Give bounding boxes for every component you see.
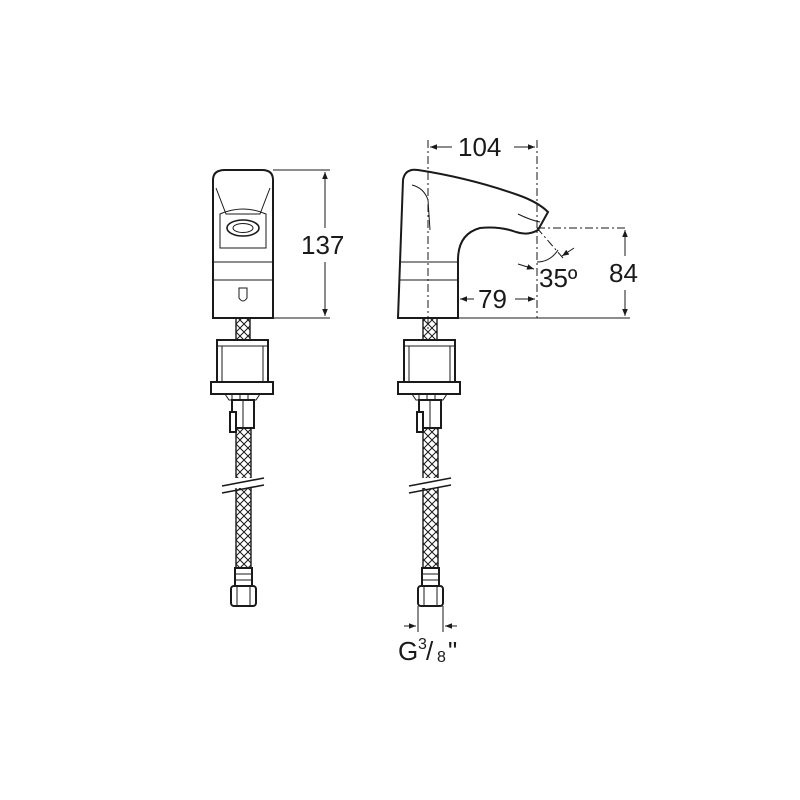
dim-spout-height: 84: [609, 258, 638, 288]
side-view-braided-hose: [422, 427, 439, 569]
svg-text:8: 8: [437, 649, 446, 666]
front-view-hex-nut: [230, 585, 257, 607]
side-view-hex-nut: [417, 585, 444, 607]
dim-base-to-outlet: 79: [478, 284, 507, 314]
front-view-washer: [210, 381, 274, 395]
dim-height-front: 137: [301, 230, 344, 260]
side-view-stem: [422, 317, 438, 341]
side-view-body: [396, 168, 550, 319]
front-view-sensor-window: [215, 187, 271, 215]
front-view-head: [212, 169, 274, 319]
svg-text:3: 3: [418, 636, 427, 653]
dim-spout-reach: 104: [458, 132, 501, 162]
dim-thread-size: G 3 / 8 ": [398, 636, 457, 666]
svg-text:": ": [448, 636, 457, 666]
side-view: 104 84 79 35º G 3 / 8 ": [396, 132, 638, 666]
svg-text:G: G: [398, 636, 418, 666]
front-view-stem: [235, 317, 251, 341]
svg-text:/: /: [426, 636, 434, 666]
dim-spray-angle: 35º: [539, 263, 578, 293]
front-view-mounting-nut: [216, 339, 269, 389]
sensor-ring-icon: [226, 219, 260, 237]
front-view: 137: [210, 169, 344, 607]
side-view-washer: [397, 381, 461, 395]
front-view-slot: [238, 287, 248, 302]
front-view-braided-hose: [235, 427, 252, 569]
side-view-mounting-nut: [403, 339, 456, 389]
